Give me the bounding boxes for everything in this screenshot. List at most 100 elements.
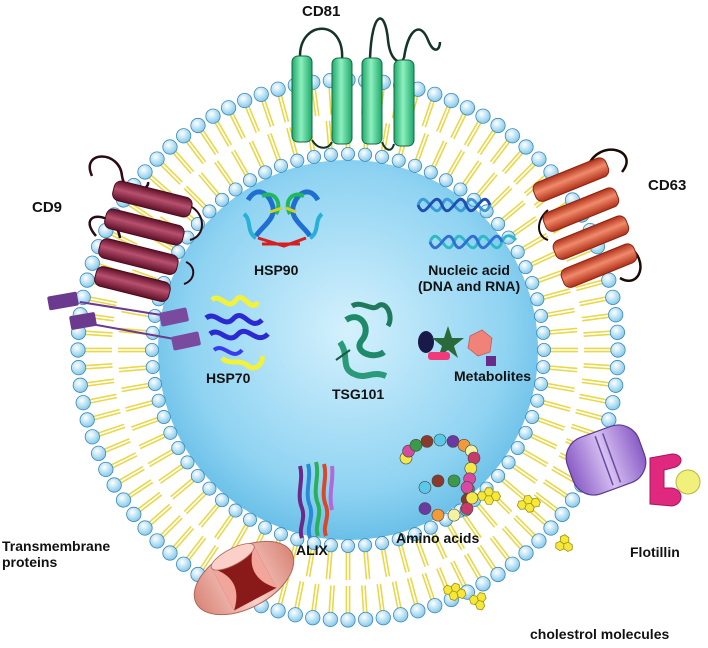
lipid-head (176, 556, 192, 572)
lipid-head (554, 506, 570, 522)
lipid-head (531, 151, 547, 167)
lipid-head (530, 393, 545, 408)
lipid-head (205, 108, 221, 124)
lipid-head (305, 610, 321, 626)
lipid-head (90, 445, 107, 461)
lipid-head (270, 81, 286, 97)
cd63-protein (532, 148, 642, 288)
lipid-head (491, 468, 506, 483)
lipid-head (340, 612, 356, 628)
lipid-head (610, 342, 626, 358)
lipid-head (609, 324, 626, 340)
lipid-head (391, 153, 406, 168)
lipid-head (438, 173, 453, 188)
lipid-head (609, 360, 626, 376)
lipid-head (453, 182, 468, 197)
lipid-head (84, 429, 100, 445)
lipid-head (408, 527, 423, 542)
amino-acid-bead (420, 435, 434, 448)
lipid-head (156, 410, 171, 425)
lipid-head (162, 545, 178, 561)
lipid-head (323, 538, 338, 553)
lipid-head (525, 275, 540, 290)
lipid-head (163, 425, 178, 440)
lipid-head (459, 100, 476, 116)
lipid-head (306, 149, 321, 164)
lipid-head (215, 493, 230, 508)
amino-acid-bead (431, 474, 445, 488)
lipid-head (287, 607, 303, 623)
protein-ribbon-icon (335, 301, 393, 379)
lipid-head (323, 147, 338, 162)
lipid-head (75, 395, 91, 411)
molecule-shapes-icon (418, 326, 496, 366)
flotillin-label: Flotillin (630, 544, 680, 560)
nucleic-acid-label-line2: (DNA and RNA) (418, 278, 521, 294)
lipid-head (215, 192, 230, 207)
lipid-head (601, 272, 617, 288)
lipid-head (228, 182, 243, 197)
lipid-head (537, 342, 552, 357)
lipid-head (375, 149, 390, 164)
channel-protein (193, 540, 295, 616)
lipid-head (147, 377, 162, 392)
amino-acid-bead (418, 502, 432, 515)
lipid-head (171, 440, 186, 455)
lipid-head (525, 410, 540, 425)
amino-acid-bead (409, 438, 423, 452)
amino-acid-bead (460, 481, 474, 494)
lipid-head (605, 395, 621, 411)
lipid-head (144, 342, 159, 357)
cholesterol-label: cholestrol molecules (530, 626, 670, 642)
protein-ribbon-icon (204, 295, 270, 371)
protein-helix-icon (297, 461, 335, 539)
lipid-head (202, 481, 217, 496)
lipid-head (79, 272, 95, 288)
amino-acid-bead (446, 435, 460, 448)
amino-acid-bead (418, 481, 432, 494)
transmembrane-label-line2: proteins (2, 554, 58, 570)
lipid-head (358, 538, 373, 553)
lipid-head (504, 128, 520, 144)
lipid-head (273, 158, 288, 173)
lipid-head (534, 308, 549, 323)
lipid-head (151, 393, 166, 408)
tsg101-label: TSG101 (332, 386, 385, 402)
lipid-head (605, 289, 621, 305)
nucleic-acid-label-line1: Nucleic acid (428, 262, 510, 278)
lipid-head (501, 455, 516, 470)
lipid-head (427, 86, 443, 102)
amino-acids-label: Amino acids (396, 530, 480, 546)
bead-chain-icon (399, 433, 481, 522)
metabolites-label: Metabolites (454, 368, 532, 384)
hsp90-label: HSP90 (254, 262, 299, 278)
cd9-label: CD9 (32, 199, 63, 216)
transmembrane-proteins (47, 291, 201, 351)
lipid-head (543, 520, 559, 536)
lipid-head (423, 520, 438, 535)
lipid-head (149, 533, 165, 549)
cd9-protein (88, 155, 203, 302)
lipid-head (322, 611, 338, 628)
lipid-head (490, 117, 506, 134)
lipid-head (393, 607, 409, 623)
amino-acid-bead (431, 508, 445, 522)
lipid-head (391, 532, 406, 547)
cd63-label: CD63 (648, 177, 687, 194)
lipid-head (375, 536, 390, 551)
lipid-head (475, 576, 491, 592)
lipid-head (72, 377, 88, 393)
lipid-head (358, 611, 374, 628)
cd81-label: CD81 (302, 3, 341, 20)
lipid-head (408, 158, 423, 173)
lipid-head (180, 455, 195, 470)
lipid-head (84, 255, 100, 271)
lipid-head (220, 100, 237, 116)
lipid-head (423, 165, 438, 180)
lipid-head (427, 598, 443, 614)
lipid-head (190, 117, 206, 134)
lipid-head (518, 139, 534, 155)
amino-acid-bead (460, 502, 474, 515)
